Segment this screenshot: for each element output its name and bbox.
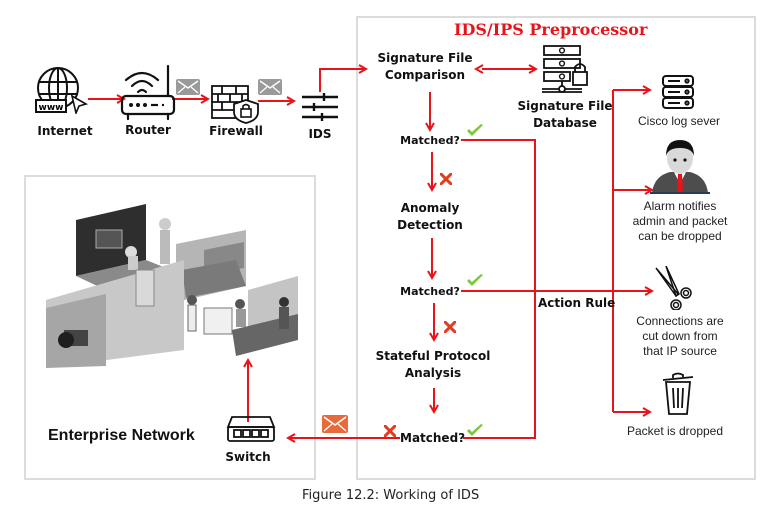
- cross-icon: [439, 172, 453, 186]
- internet-label: Internet: [37, 124, 93, 138]
- office-cubicles-illustration: [36, 190, 306, 368]
- ids-label: IDS: [308, 127, 332, 141]
- action-cut-line3: that IP source: [643, 344, 717, 358]
- switch-icon: [226, 415, 276, 443]
- check-icon: [466, 424, 484, 438]
- check-icon: [466, 124, 484, 138]
- action-rule-label: Action Rule: [538, 296, 616, 310]
- cross-icon: [383, 424, 397, 438]
- switch-label: Switch: [225, 450, 271, 464]
- envelope-icon: [322, 415, 348, 433]
- envelope-icon: [258, 79, 282, 95]
- action-alarm-line1: Alarm notifies: [643, 199, 717, 213]
- anomaly-detection-line2: Detection: [397, 218, 463, 232]
- signature-comparison-line1: Signature File: [377, 51, 473, 65]
- preprocessor-panel: [356, 16, 756, 480]
- action-cut-line2: cut down from: [642, 329, 718, 343]
- scissors-icon: [652, 265, 696, 311]
- check-icon: [466, 274, 484, 288]
- matched-label-2: Matched?: [400, 285, 460, 298]
- firewall-label: Firewall: [209, 124, 263, 138]
- action-drop-label: Packet is dropped: [626, 424, 724, 438]
- trash-can-icon: [660, 372, 696, 416]
- admin-person-icon: [648, 138, 712, 194]
- matched-label-3: Matched?: [400, 431, 466, 445]
- wifi-router-icon: [120, 62, 180, 122]
- stateful-protocol-line1: Stateful Protocol: [375, 349, 491, 363]
- anomaly-detection-line1: Anomaly: [400, 201, 460, 215]
- action-alarm-line2: admin and packet: [632, 214, 728, 228]
- signature-comparison-line2: Comparison: [384, 68, 466, 82]
- envelope-icon: [176, 79, 200, 95]
- svg-text:www: www: [39, 103, 64, 113]
- preprocessor-title: IDS/IPS Preprocessor: [454, 20, 648, 39]
- globe-www-icon: www: [34, 66, 90, 116]
- matched-label-1: Matched?: [400, 134, 460, 147]
- cross-icon: [443, 320, 457, 334]
- database-lock-icon: [540, 44, 592, 94]
- stateful-protocol-line2: Analysis: [404, 366, 462, 380]
- firewall-lock-icon: [210, 84, 262, 124]
- signature-database-line2: Database: [533, 116, 597, 130]
- figure-caption: Figure 12.2: Working of IDS: [302, 488, 480, 503]
- server-icon: [660, 74, 696, 110]
- router-label: Router: [125, 123, 171, 137]
- signature-database-line1: Signature File: [517, 99, 613, 113]
- action-log-label: Cisco log sever: [637, 114, 721, 128]
- action-alarm-line3: can be dropped: [638, 229, 722, 243]
- enterprise-network-label: Enterprise Network: [48, 427, 195, 444]
- sliders-icon: [300, 92, 340, 122]
- action-cut-line1: Connections are: [636, 314, 724, 328]
